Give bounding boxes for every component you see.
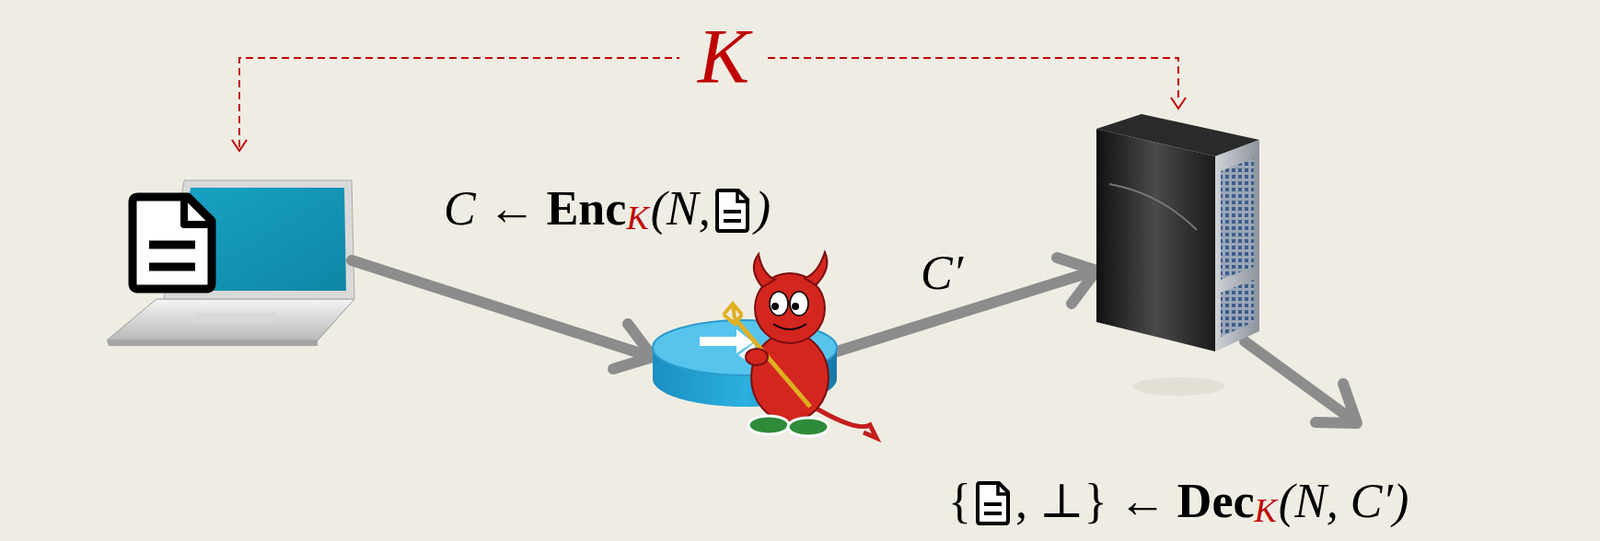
document-icon <box>132 197 212 290</box>
formula-text: (N, C′) <box>1278 473 1409 531</box>
document-icon <box>714 187 752 234</box>
formula-text: , ⊥} <box>1015 473 1108 531</box>
formula-text: { <box>948 473 972 531</box>
formula-text: ) <box>754 180 771 238</box>
server-icon <box>1096 114 1260 396</box>
key-arrowheads <box>231 97 1186 151</box>
formula-text: ← <box>1118 473 1167 531</box>
function-name: Enc <box>546 180 627 238</box>
key-subscript: K <box>626 198 649 240</box>
formula-row: { , ⊥}←DecK(N, C′) <box>948 473 1409 531</box>
document-icon <box>974 480 1012 527</box>
formula-text: C ← <box>443 180 536 238</box>
key-label: K <box>697 18 750 96</box>
key-subscript: K <box>1254 491 1277 533</box>
ciphertext-label: C′ <box>920 244 963 302</box>
devil-mascot <box>723 252 877 439</box>
formula-text: (N, <box>650 180 711 238</box>
formula-row: C ←EncK(N, ) <box>443 180 771 238</box>
formula-row: C′ <box>920 244 963 302</box>
function-name: Dec <box>1177 473 1255 531</box>
laptop-icon <box>106 180 355 347</box>
